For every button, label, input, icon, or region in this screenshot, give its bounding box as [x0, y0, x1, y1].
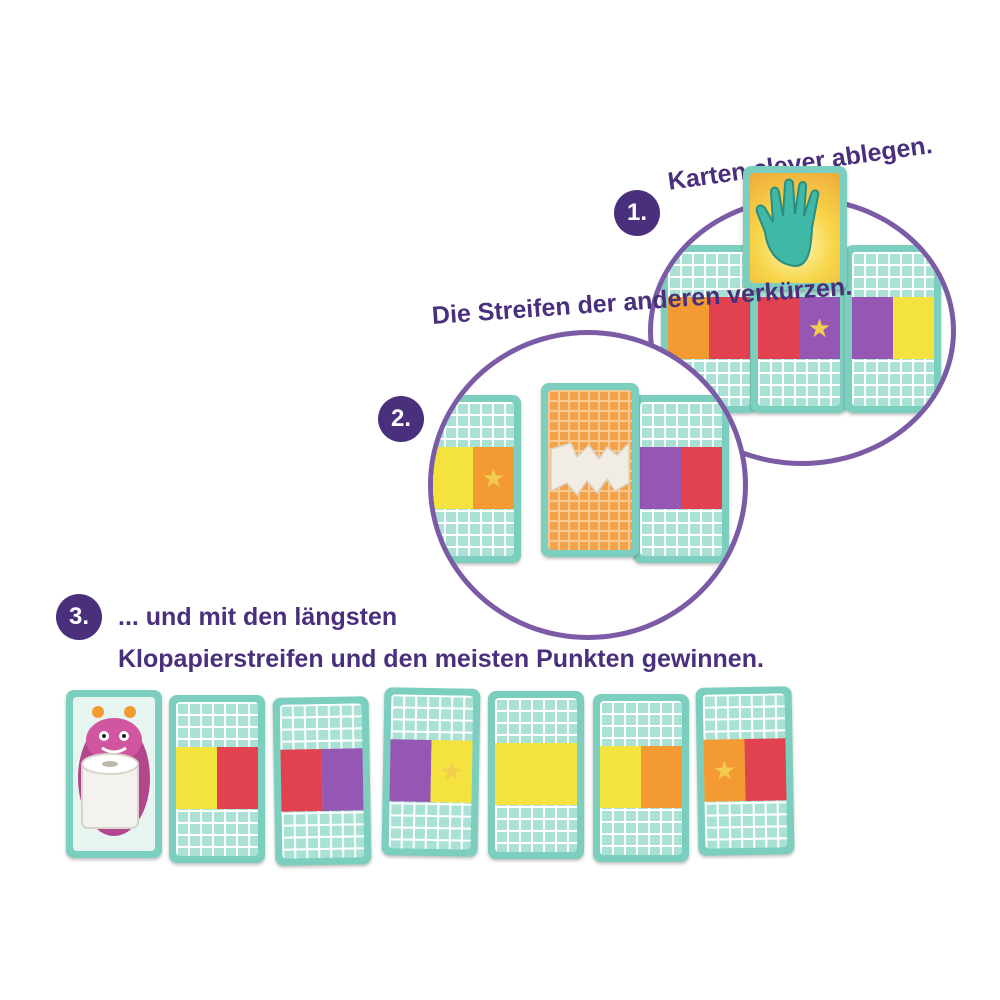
strip-card: ★: [695, 686, 795, 856]
step-3-number: 3.: [56, 594, 102, 640]
strip-card: [488, 691, 584, 859]
torn-paper-card-icon: [541, 383, 639, 557]
strip-card: [593, 694, 689, 862]
strip-card: ★: [381, 687, 481, 857]
step-1-number: 1.: [614, 190, 660, 236]
row-card: ★: [433, 395, 521, 563]
star-icon: ★: [430, 740, 473, 803]
strip-card: [169, 695, 265, 863]
row-card: [845, 245, 941, 413]
step-3-line1: ... und mit den längsten: [118, 603, 398, 631]
star-icon: ★: [703, 739, 746, 802]
star-icon: ★: [799, 297, 840, 359]
step-2-number: 2.: [378, 396, 424, 442]
monster-card: [66, 690, 162, 858]
step-2-circle: ★: [428, 330, 748, 640]
hand-card-icon: [743, 166, 847, 290]
star-icon: ★: [473, 447, 514, 509]
step-3-line2: Klopapierstreifen und den meisten Punkte…: [118, 645, 764, 673]
strip-card: [272, 696, 372, 866]
row-card: [633, 395, 729, 563]
toilet-roll-icon: [81, 753, 139, 829]
